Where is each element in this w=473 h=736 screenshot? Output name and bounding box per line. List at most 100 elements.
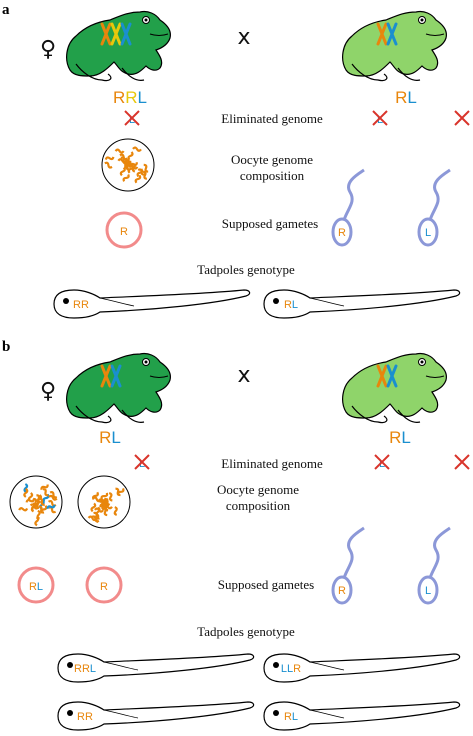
oocyte-b1 bbox=[9, 475, 63, 529]
female-gamete-b1-circle bbox=[17, 566, 55, 604]
female-frog-a bbox=[66, 10, 171, 82]
gametes-label-b: Supposed gametes bbox=[218, 577, 314, 592]
cross-symbol-a: x bbox=[237, 25, 250, 50]
chromosome bbox=[386, 22, 398, 46]
oocyte-chromosome bbox=[46, 504, 56, 509]
sperm-b2-head bbox=[417, 575, 439, 605]
sperm-a1-genotype: R bbox=[338, 227, 346, 239]
tadpole-b1-genotype: RRL bbox=[74, 663, 96, 675]
sperm-a1-genotype-letter: R bbox=[338, 227, 346, 239]
oocyte-chromosome bbox=[36, 509, 41, 520]
tadpoles-label-a: Tadpoles genotype bbox=[197, 262, 295, 277]
tadpole-b1-genotype-letter: R bbox=[74, 663, 82, 675]
sperm-b1-head bbox=[331, 575, 353, 605]
female-genotype-a: RRL bbox=[113, 88, 147, 107]
male-frog-a bbox=[342, 10, 447, 82]
eliminated-letter: L bbox=[377, 114, 383, 126]
oocyte-chromosome bbox=[122, 173, 130, 182]
tadpole-a2-genotype-letter: L bbox=[292, 299, 298, 311]
eliminated-mark-a3 bbox=[454, 110, 470, 126]
female-gamete-b1-genotype-letter: L bbox=[37, 581, 43, 593]
oocyte-chromosome bbox=[103, 506, 108, 517]
oocyte-chromosome bbox=[127, 151, 134, 161]
male-frog-b-body bbox=[342, 352, 447, 424]
tadpole-a2-genotype-letter: R bbox=[284, 299, 292, 311]
sperm-a2-genotype: L bbox=[425, 227, 431, 239]
chromosome bbox=[376, 364, 388, 388]
oocyte-chromosome bbox=[137, 168, 146, 176]
female-frog-a-body bbox=[66, 10, 171, 82]
tadpole-b4-genotype: RL bbox=[284, 711, 298, 723]
oocyte-chromosome bbox=[132, 146, 142, 152]
eliminated-letter: L bbox=[139, 458, 145, 470]
sperm-a2-genotype-letter: L bbox=[425, 227, 431, 239]
oocyte-chromosome bbox=[42, 488, 49, 497]
sperm-b2-tail bbox=[428, 526, 451, 579]
male-genotype-a: RL bbox=[395, 88, 417, 107]
male-genotype-a-letter: L bbox=[407, 88, 416, 107]
oocyte-chromosome bbox=[95, 506, 101, 517]
female-gamete-a-circle bbox=[105, 211, 143, 249]
oocyte-chromosome bbox=[40, 484, 49, 490]
female-symbol-a: ♀ bbox=[40, 37, 56, 62]
sperm-a2-head bbox=[417, 217, 439, 247]
oocyte-chromosome bbox=[23, 487, 29, 498]
sperm-b2-genotype: L bbox=[425, 585, 431, 597]
eliminated-label-a: Eliminated genome bbox=[221, 111, 323, 126]
female-gamete-a-genotype: R bbox=[120, 226, 128, 238]
cross-symbol-b: x bbox=[237, 363, 250, 388]
cross-mark-lines bbox=[454, 110, 470, 126]
sperm-b1-genotype: R bbox=[338, 585, 346, 597]
oocyte-chromosome bbox=[134, 174, 142, 184]
tadpole-b3-genotype-letter: R bbox=[77, 711, 85, 723]
eliminated-letter: L bbox=[129, 114, 135, 126]
cross-mark-lines bbox=[374, 454, 390, 470]
oocyte-label-b1: Oocyte genome bbox=[217, 482, 299, 497]
female-genotype-a-letter: L bbox=[138, 88, 147, 107]
oocyte-chromosome bbox=[23, 483, 29, 493]
oocyte-chromosome bbox=[48, 494, 58, 501]
oocyte-chromosome bbox=[49, 491, 58, 499]
tadpole-b4-genotype-letter: R bbox=[284, 711, 292, 723]
cross-mark-lines bbox=[372, 110, 388, 126]
cross-mark-lines bbox=[134, 454, 150, 470]
oocyte-chromosome bbox=[102, 504, 113, 510]
tadpoles-label-b: Tadpoles genotype bbox=[197, 624, 295, 639]
chromosome bbox=[110, 22, 122, 46]
tadpole-b4-genotype-letter: L bbox=[292, 711, 298, 723]
eliminated-mark-b3 bbox=[454, 454, 470, 470]
male-genotype-b-letter: L bbox=[401, 428, 410, 447]
tadpole-b2-genotype: LLR bbox=[281, 663, 301, 675]
oocyte-b2 bbox=[77, 475, 131, 529]
female-gamete-b2-genotype: R bbox=[100, 581, 108, 593]
oocyte-chromosome bbox=[127, 164, 134, 174]
tadpole-b2-genotype-letter: R bbox=[293, 663, 301, 675]
female-genotype-a-letter: R bbox=[125, 88, 137, 107]
oocyte-chromosome bbox=[100, 492, 109, 500]
tadpole-b2-genotype-letter: L bbox=[281, 663, 287, 675]
eliminated-label-b: Eliminated genome bbox=[221, 456, 323, 471]
oocyte-chromosome bbox=[113, 506, 118, 516]
female-genotype-b: RL bbox=[99, 428, 121, 447]
female-gamete-b2-genotype-letter: R bbox=[100, 581, 108, 593]
chromosome bbox=[376, 22, 388, 46]
tadpole-b3-genotype-letter: R bbox=[85, 711, 93, 723]
male-genotype-b-letter: R bbox=[389, 428, 401, 447]
female-genotype-b-letter: L bbox=[111, 428, 120, 447]
chromosome bbox=[386, 364, 398, 388]
panel-letter-b: b bbox=[2, 339, 10, 355]
female-genotype-b-letter: R bbox=[99, 428, 111, 447]
tadpole-b1-genotype-letter: L bbox=[90, 663, 96, 675]
oocyte-chromosome bbox=[119, 166, 126, 177]
tadpole-a2-genotype: RL bbox=[284, 299, 298, 311]
chromosome bbox=[120, 22, 132, 46]
oocyte-chromosome bbox=[114, 148, 125, 154]
sperm-b1-tail bbox=[342, 526, 365, 579]
panel-letter-a: a bbox=[2, 2, 10, 18]
eliminated-mark-a1: L bbox=[124, 110, 140, 126]
female-frog-b bbox=[66, 352, 171, 424]
male-genotype-b: RL bbox=[389, 428, 411, 447]
oocyte-a bbox=[101, 138, 155, 192]
gametes-label-a: Supposed gametes bbox=[222, 216, 318, 231]
oocyte-chromosome bbox=[87, 515, 98, 522]
